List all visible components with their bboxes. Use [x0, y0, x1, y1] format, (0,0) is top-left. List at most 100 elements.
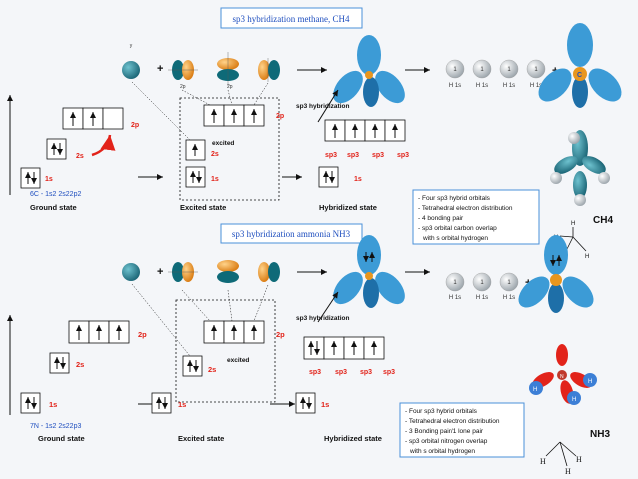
orbital-2s-ammonia [122, 263, 140, 281]
sp3-hybrid-orbitals-ammonia [333, 235, 405, 308]
label-1s: 1s [211, 176, 219, 183]
svg-text:1: 1 [507, 67, 511, 73]
arrow-hybridization-ammonia [317, 291, 339, 323]
ammonia-title-box [220, 223, 363, 244]
sp3-label: sp3 [383, 369, 395, 376]
h-1s-orbitals-methane: 1 1 1 1 [445, 59, 546, 79]
label-2p: 2p [276, 113, 284, 120]
excited-dashed-box-ammonia [175, 299, 276, 403]
label-2p: 2p [138, 330, 147, 339]
hybrid-sp3-boxes-ammonia [303, 336, 385, 360]
ground-2s-box-ammonia [49, 352, 70, 374]
excited-1s-box-ammonia [151, 392, 172, 414]
info-line: - Four sp3 hybrid orbitals [405, 408, 478, 415]
leader-lines-methane [131, 81, 269, 141]
info-box-ammonia [399, 402, 525, 458]
svg-text:C: C [577, 72, 582, 79]
label-1s: 1s [49, 400, 57, 409]
hybrid-sp3-boxes-methane [324, 119, 406, 142]
excited-state-label: Excited state [178, 434, 224, 443]
info-line: - sp3 orbital nitrogen overlap [405, 438, 488, 445]
label-2s: 2s [208, 365, 216, 374]
svg-text:H: H [572, 397, 576, 403]
sp3-label: sp3 [397, 152, 409, 159]
svg-text:y: y [130, 43, 133, 49]
hybridization-label: sp3 hybridization [296, 103, 349, 110]
electron-config-n: 7N - 1s2 2s22p3 [30, 423, 81, 430]
info-line: - Tetrahedral electron distribution [418, 205, 513, 212]
promotion-arrow [91, 134, 116, 157]
ground-state-label: Ground state [30, 203, 77, 212]
info-line: - 3 Bonding pair/1 lone pair [405, 428, 484, 435]
orbital-2s-methane: y [122, 43, 140, 79]
label-2s: 2s [76, 360, 84, 369]
ground-1s-box-methane [20, 167, 41, 189]
h1s-label: H 1s [530, 83, 542, 89]
svg-text:H: H [585, 254, 589, 260]
label-2s: 2s [76, 153, 84, 160]
excited-note: excited [227, 357, 249, 364]
orbital-2py-ammonia [217, 260, 239, 283]
label-2p: 2p [131, 122, 139, 129]
svg-text:2p: 2p [180, 84, 186, 90]
svg-text:+: + [157, 266, 163, 278]
formula-ch4: CH4 [593, 215, 613, 226]
svg-text:1: 1 [453, 67, 457, 73]
svg-text:1: 1 [480, 280, 484, 286]
hybrid-1s-box-methane [318, 166, 339, 188]
sp3-label: sp3 [309, 369, 321, 376]
hybrid-1s-box-ammonia [295, 392, 316, 414]
svg-text:H: H [588, 379, 592, 385]
sp3-hybrid-orbitals-methane [333, 35, 405, 107]
h1s-label: H 1s [449, 83, 461, 89]
svg-text:1: 1 [453, 280, 457, 286]
methane-title-box [220, 7, 363, 29]
ground-state-label: Ground state [38, 434, 85, 443]
ground-2s-box-methane [46, 138, 67, 160]
svg-text:H: H [565, 467, 571, 476]
leader-lines-ammonia [131, 283, 269, 357]
sp3-label: sp3 [347, 152, 359, 159]
ch4-structural-formula [559, 227, 587, 252]
info-line: - Four sp3 hybrid orbitals [418, 195, 491, 202]
svg-text:1: 1 [507, 280, 511, 286]
info-box-methane [412, 189, 540, 245]
h1s-label: H 1s [476, 295, 488, 301]
info-line: - sp3 orbital carbon overlap [418, 225, 497, 232]
svg-text:H: H [571, 221, 575, 227]
arrow-hybridization-methane [317, 89, 339, 123]
nh3-structural-formula [545, 441, 577, 467]
hybridized-state-label: Hybridized state [319, 203, 377, 212]
h1s-label: H 1s [503, 83, 515, 89]
nh3-3d-model: H H H N [529, 344, 597, 405]
hybridized-state-label: Hybridized state [324, 434, 382, 443]
label-1s: 1s [321, 400, 329, 409]
ground-1s-box-ammonia [20, 392, 41, 414]
svg-text:N: N [560, 374, 564, 380]
svg-text:2p: 2p [227, 84, 233, 90]
svg-text:1: 1 [480, 67, 484, 73]
ch4-3d-model [550, 130, 610, 206]
excited-state-label: Excited state [180, 203, 226, 212]
excited-dashed-box-methane [179, 97, 280, 201]
sp3-label: sp3 [372, 152, 384, 159]
label-1s: 1s [45, 176, 53, 183]
svg-text:H: H [533, 387, 537, 393]
info-line: - 4 bonding pair [418, 215, 464, 222]
ground-2p-arrows-methane [70, 112, 96, 126]
h1s-label: H 1s [449, 295, 461, 301]
ch4-molecule-orbitals: C [538, 23, 622, 108]
label-1s: 1s [178, 400, 186, 409]
h-1s-orbitals-ammonia: 1 1 1 [445, 272, 519, 292]
excited-2s-box-ammonia [182, 355, 203, 377]
methane-title: sp3 hybridization methane, CH4 [233, 14, 350, 24]
orbital-2px-methane: 2p [168, 60, 198, 90]
sp3-label: sp3 [360, 369, 372, 376]
label-2p: 2p [276, 330, 285, 339]
orbital-2py-methane: 2p [217, 52, 239, 90]
svg-text:1: 1 [534, 67, 538, 73]
electron-config-c: 6C - 1s2 2s22p2 [30, 191, 81, 198]
label-2s: 2s [211, 151, 219, 158]
sp3-label: sp3 [335, 369, 347, 376]
